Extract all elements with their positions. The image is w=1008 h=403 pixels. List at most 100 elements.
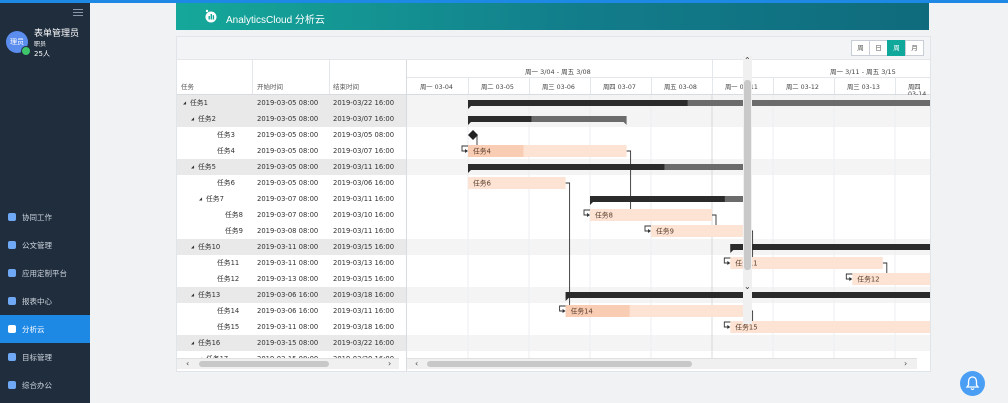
- task-bar-label[interactable]: 任务8: [595, 211, 613, 220]
- expand-toggle-icon[interactable]: ◢: [191, 340, 195, 345]
- view-button-1[interactable]: 日: [869, 40, 888, 56]
- scroll-up-icon[interactable]: ⌃: [744, 56, 751, 65]
- chart-scroll-left-icon[interactable]: ‹: [415, 359, 419, 368]
- summary-cap: [468, 106, 471, 109]
- chart-vertical-scrollbar[interactable]: ⌃ ⌄: [743, 56, 752, 324]
- task-end: 2019-03/11 16:00: [333, 227, 395, 235]
- summary-cap: [590, 202, 593, 205]
- chart-scroll-right-icon[interactable]: ›: [904, 359, 908, 368]
- task-bar-label[interactable]: 任务4: [473, 147, 491, 156]
- task-bar-label[interactable]: 任务9: [656, 227, 674, 236]
- task-bar-label[interactable]: 任务14: [571, 307, 593, 316]
- scroll-down-icon[interactable]: ⌄: [744, 282, 751, 291]
- view-button-0[interactable]: 周: [851, 40, 870, 56]
- sidebar-item-label: 综合办公: [22, 380, 52, 390]
- summary-cap: [468, 170, 471, 173]
- expand-toggle-icon[interactable]: ◢: [191, 164, 195, 169]
- menu-toggle-icon[interactable]: [73, 9, 83, 18]
- week-label: 周一 3/11 - 周五 3/15: [830, 68, 896, 76]
- column-header-task[interactable]: 任务: [181, 83, 194, 91]
- summary-bar[interactable]: [468, 116, 627, 122]
- sidebar-item-target[interactable]: 目标管理: [0, 343, 90, 371]
- view-button-2[interactable]: 周: [887, 40, 906, 56]
- task-bar-label[interactable]: 任务12: [857, 275, 879, 284]
- task-bar[interactable]: [651, 225, 749, 237]
- task-start: 2019-03-07 08:00: [257, 195, 319, 203]
- summary-bar[interactable]: [468, 100, 930, 106]
- column-header-start[interactable]: 开始时间: [257, 83, 283, 91]
- chart-scroll-thumb[interactable]: [427, 361, 692, 367]
- expand-toggle-icon[interactable]: ◢: [191, 116, 195, 121]
- grid-horizontal-scrollbar[interactable]: ‹ ›: [177, 358, 399, 369]
- summary-cap: [468, 122, 471, 125]
- task-start: 2019-03-11 08:00: [257, 243, 319, 251]
- sidebar-item-collaboration[interactable]: 协同工作: [0, 203, 90, 231]
- task-end: 2019-03/15 16:00: [333, 243, 395, 251]
- column-header-end[interactable]: 结束时间: [333, 83, 359, 91]
- task-bar[interactable]: [730, 257, 883, 269]
- task-name: 任务13: [198, 291, 221, 299]
- sidebar-item-analytics[interactable]: 分析云: [0, 315, 90, 343]
- day-label: 周三 03-13: [847, 84, 880, 91]
- expand-toggle-icon[interactable]: ◢: [191, 292, 195, 297]
- task-start: 2019-03-07 08:00: [257, 211, 319, 219]
- task-bar[interactable]: [590, 209, 712, 221]
- vertical-scroll-thumb[interactable]: [744, 80, 751, 270]
- task-bar-label[interactable]: 任务6: [473, 179, 491, 188]
- view-button-3[interactable]: 月: [905, 40, 924, 56]
- user-name: 表单管理员: [34, 29, 80, 39]
- user-profile[interactable]: 理员 表单管理员 职员 25人: [0, 9, 90, 69]
- sidebar-item-label: 分析云: [22, 324, 45, 334]
- chart-horizontal-scrollbar[interactable]: ‹ ›: [407, 358, 917, 369]
- scroll-right-icon[interactable]: ›: [388, 359, 392, 368]
- sidebar-item-office[interactable]: 综合办公: [0, 371, 90, 399]
- task-bar-label[interactable]: 任务15: [735, 323, 757, 332]
- task-name: 任务12: [217, 275, 240, 283]
- row-stripe: [407, 111, 930, 127]
- scroll-left-icon[interactable]: ‹: [186, 359, 190, 368]
- task-bar[interactable]: [730, 321, 930, 333]
- sidebar-item-label: 报表中心: [22, 296, 52, 306]
- expand-toggle-icon[interactable]: ◢: [183, 100, 187, 105]
- expand-toggle-icon[interactable]: ◢: [199, 196, 203, 201]
- task-bar[interactable]: [852, 273, 930, 285]
- task-start: 2019-03-13 08:00: [257, 275, 319, 283]
- task-end: 2019-03/18 16:00: [333, 323, 395, 331]
- user-role: 职员: [34, 41, 47, 48]
- sidebar-item-document[interactable]: 公文管理: [0, 231, 90, 259]
- task-name: 任务8: [225, 211, 243, 219]
- dependency-arrow: [587, 213, 590, 217]
- table-row[interactable]: 任务12 2019-03-13 08:00 2019-03/15 16:00: [177, 271, 406, 287]
- task-bar[interactable]: [468, 177, 566, 189]
- top-accent-bar: [0, 0, 1008, 3]
- sidebar-item-report[interactable]: 报表中心: [0, 287, 90, 315]
- sidebar-item-label: 协同工作: [22, 212, 52, 222]
- milestone-bar[interactable]: [468, 130, 478, 140]
- task-end: 2019-03/15 16:00: [333, 275, 395, 283]
- grid-scroll-thumb[interactable]: [199, 361, 329, 367]
- task-end: 2019-03/22 16:00: [333, 339, 395, 347]
- expand-toggle-icon[interactable]: ◢: [191, 244, 195, 249]
- notification-bell-button[interactable]: [960, 371, 985, 396]
- sidebar-item-app-platform[interactable]: 应用定制平台: [0, 259, 90, 287]
- table-row[interactable]: 任务8 2019-03-07 08:00 2019-03/10 16:00: [177, 207, 406, 223]
- task-end: 2019-03/10 16:00: [333, 211, 395, 219]
- analytics-icon: [8, 325, 16, 333]
- task-end: 2019-03/11 16:00: [333, 307, 395, 315]
